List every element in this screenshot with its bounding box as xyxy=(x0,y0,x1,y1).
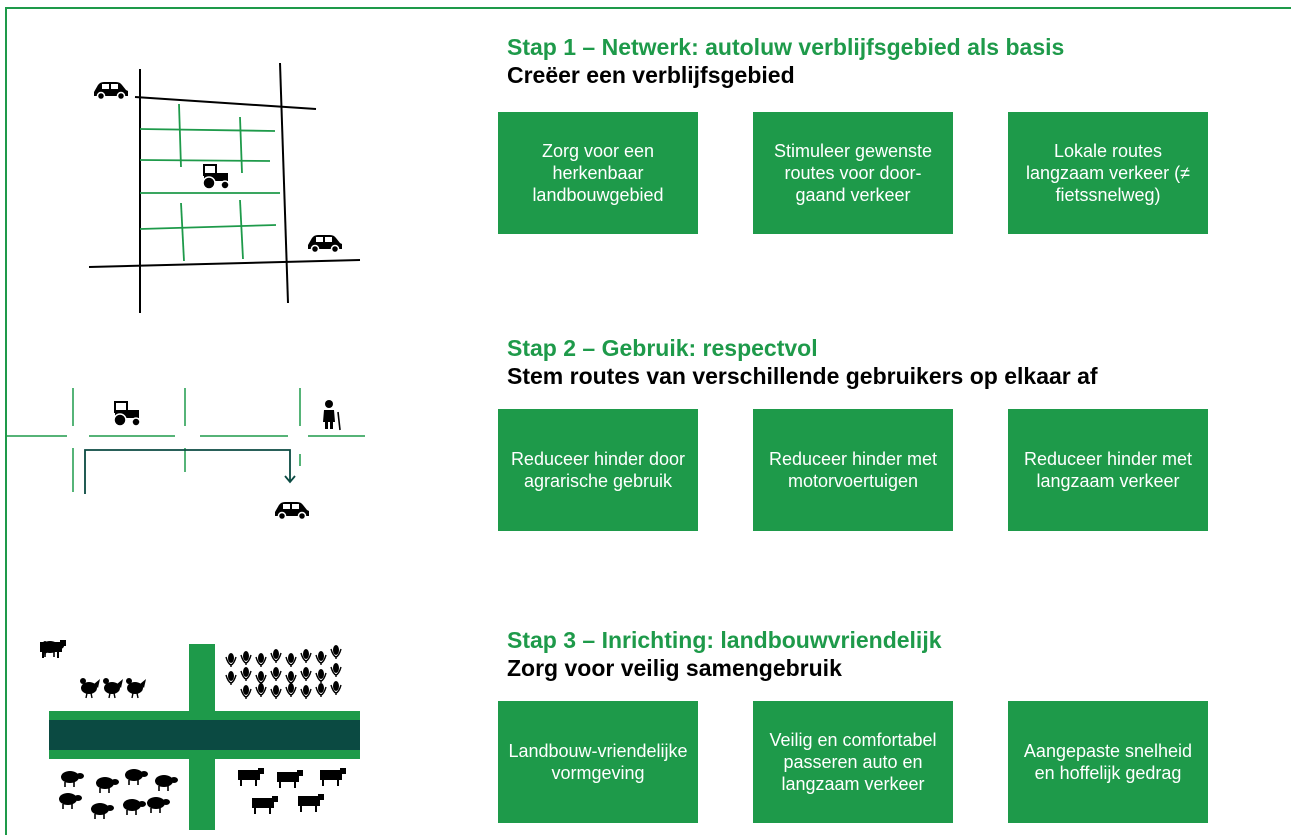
car-icon xyxy=(94,82,128,101)
local-green-roads xyxy=(139,103,280,262)
step-title: Stap 1 – Netwerk: autoluw verblijfsgebie… xyxy=(507,34,1065,60)
road-profile-illustration xyxy=(40,640,360,830)
elderly-pedestrian-icon xyxy=(323,400,341,431)
tractor-icon xyxy=(202,164,230,190)
cow-icon xyxy=(40,640,66,658)
step-3-box-1: Landbouw-vriendelijke vormgeving xyxy=(498,701,698,823)
car-icon xyxy=(308,235,342,254)
step-subtitle: Zorg voor veilig samengebruik xyxy=(507,655,842,681)
step-3: Stap 3 – Inrichting: landbouwvriendelijk… xyxy=(507,627,1287,682)
step-1-box-3: Lokale routes langzaam verkeer (≠ fietss… xyxy=(1008,112,1208,234)
step-1-box-2: Stimuleer gewenste routes voor door-gaan… xyxy=(753,112,953,234)
box-label: Lokale routes langzaam verkeer (≠ fietss… xyxy=(1026,141,1190,205)
step-1-box-1: Zorg voor een herkenbaar landbouwgebied xyxy=(498,112,698,234)
crossroad-lines xyxy=(5,388,365,492)
network-illustration xyxy=(88,62,361,313)
box-label: Zorg voor een herkenbaar landbouwgebied xyxy=(532,141,664,205)
step-title: Stap 2 – Gebruik: respectvol xyxy=(507,335,818,361)
step-subtitle: Stem routes van verschillende gebruikers… xyxy=(507,363,1098,389)
car-route-arrow xyxy=(84,449,296,494)
box-label: Stimuleer gewenste routes voor door-gaan… xyxy=(773,141,933,205)
box-label: Landbouw-vriendelijke vormgeving xyxy=(508,741,688,783)
box-label: Reduceer hinder met langzaam verkeer xyxy=(1023,449,1193,491)
box-label: Veilig en comfortabel passeren auto en l… xyxy=(769,730,937,794)
car-icon xyxy=(275,502,309,521)
asphalt-road xyxy=(49,720,360,750)
step-2-box-1: Reduceer hinder door agrarische gebruik xyxy=(498,409,698,531)
step-3-box-2: Veilig en comfortabel passeren auto en l… xyxy=(753,701,953,823)
step-2-box-3: Reduceer hinder met langzaam verkeer xyxy=(1008,409,1208,531)
step-subtitle: Creëer een verblijfsgebied xyxy=(507,62,795,88)
tractor-icon xyxy=(113,401,141,427)
step-2: Stap 2 – Gebruik: respectvol Stem routes… xyxy=(507,335,1287,390)
diagram-frame xyxy=(5,7,1291,835)
step-2-box-2: Reduceer hinder met motorvoertuigen xyxy=(753,409,953,531)
box-label: Reduceer hinder door agrarische gebruik xyxy=(510,449,686,491)
step-title: Stap 3 – Inrichting: landbouwvriendelijk xyxy=(507,627,942,653)
step-3-box-3: Aangepaste snelheid en hoffelijk gedrag xyxy=(1008,701,1208,823)
chicken-icon xyxy=(80,678,100,699)
main-roads xyxy=(88,62,361,313)
routes-illustration xyxy=(5,388,365,521)
box-label: Aangepaste snelheid en hoffelijk gedrag xyxy=(1023,741,1193,783)
box-label: Reduceer hinder met motorvoertuigen xyxy=(768,449,938,491)
step-1: Stap 1 – Netwerk: autoluw verblijfsgebie… xyxy=(507,34,1287,89)
